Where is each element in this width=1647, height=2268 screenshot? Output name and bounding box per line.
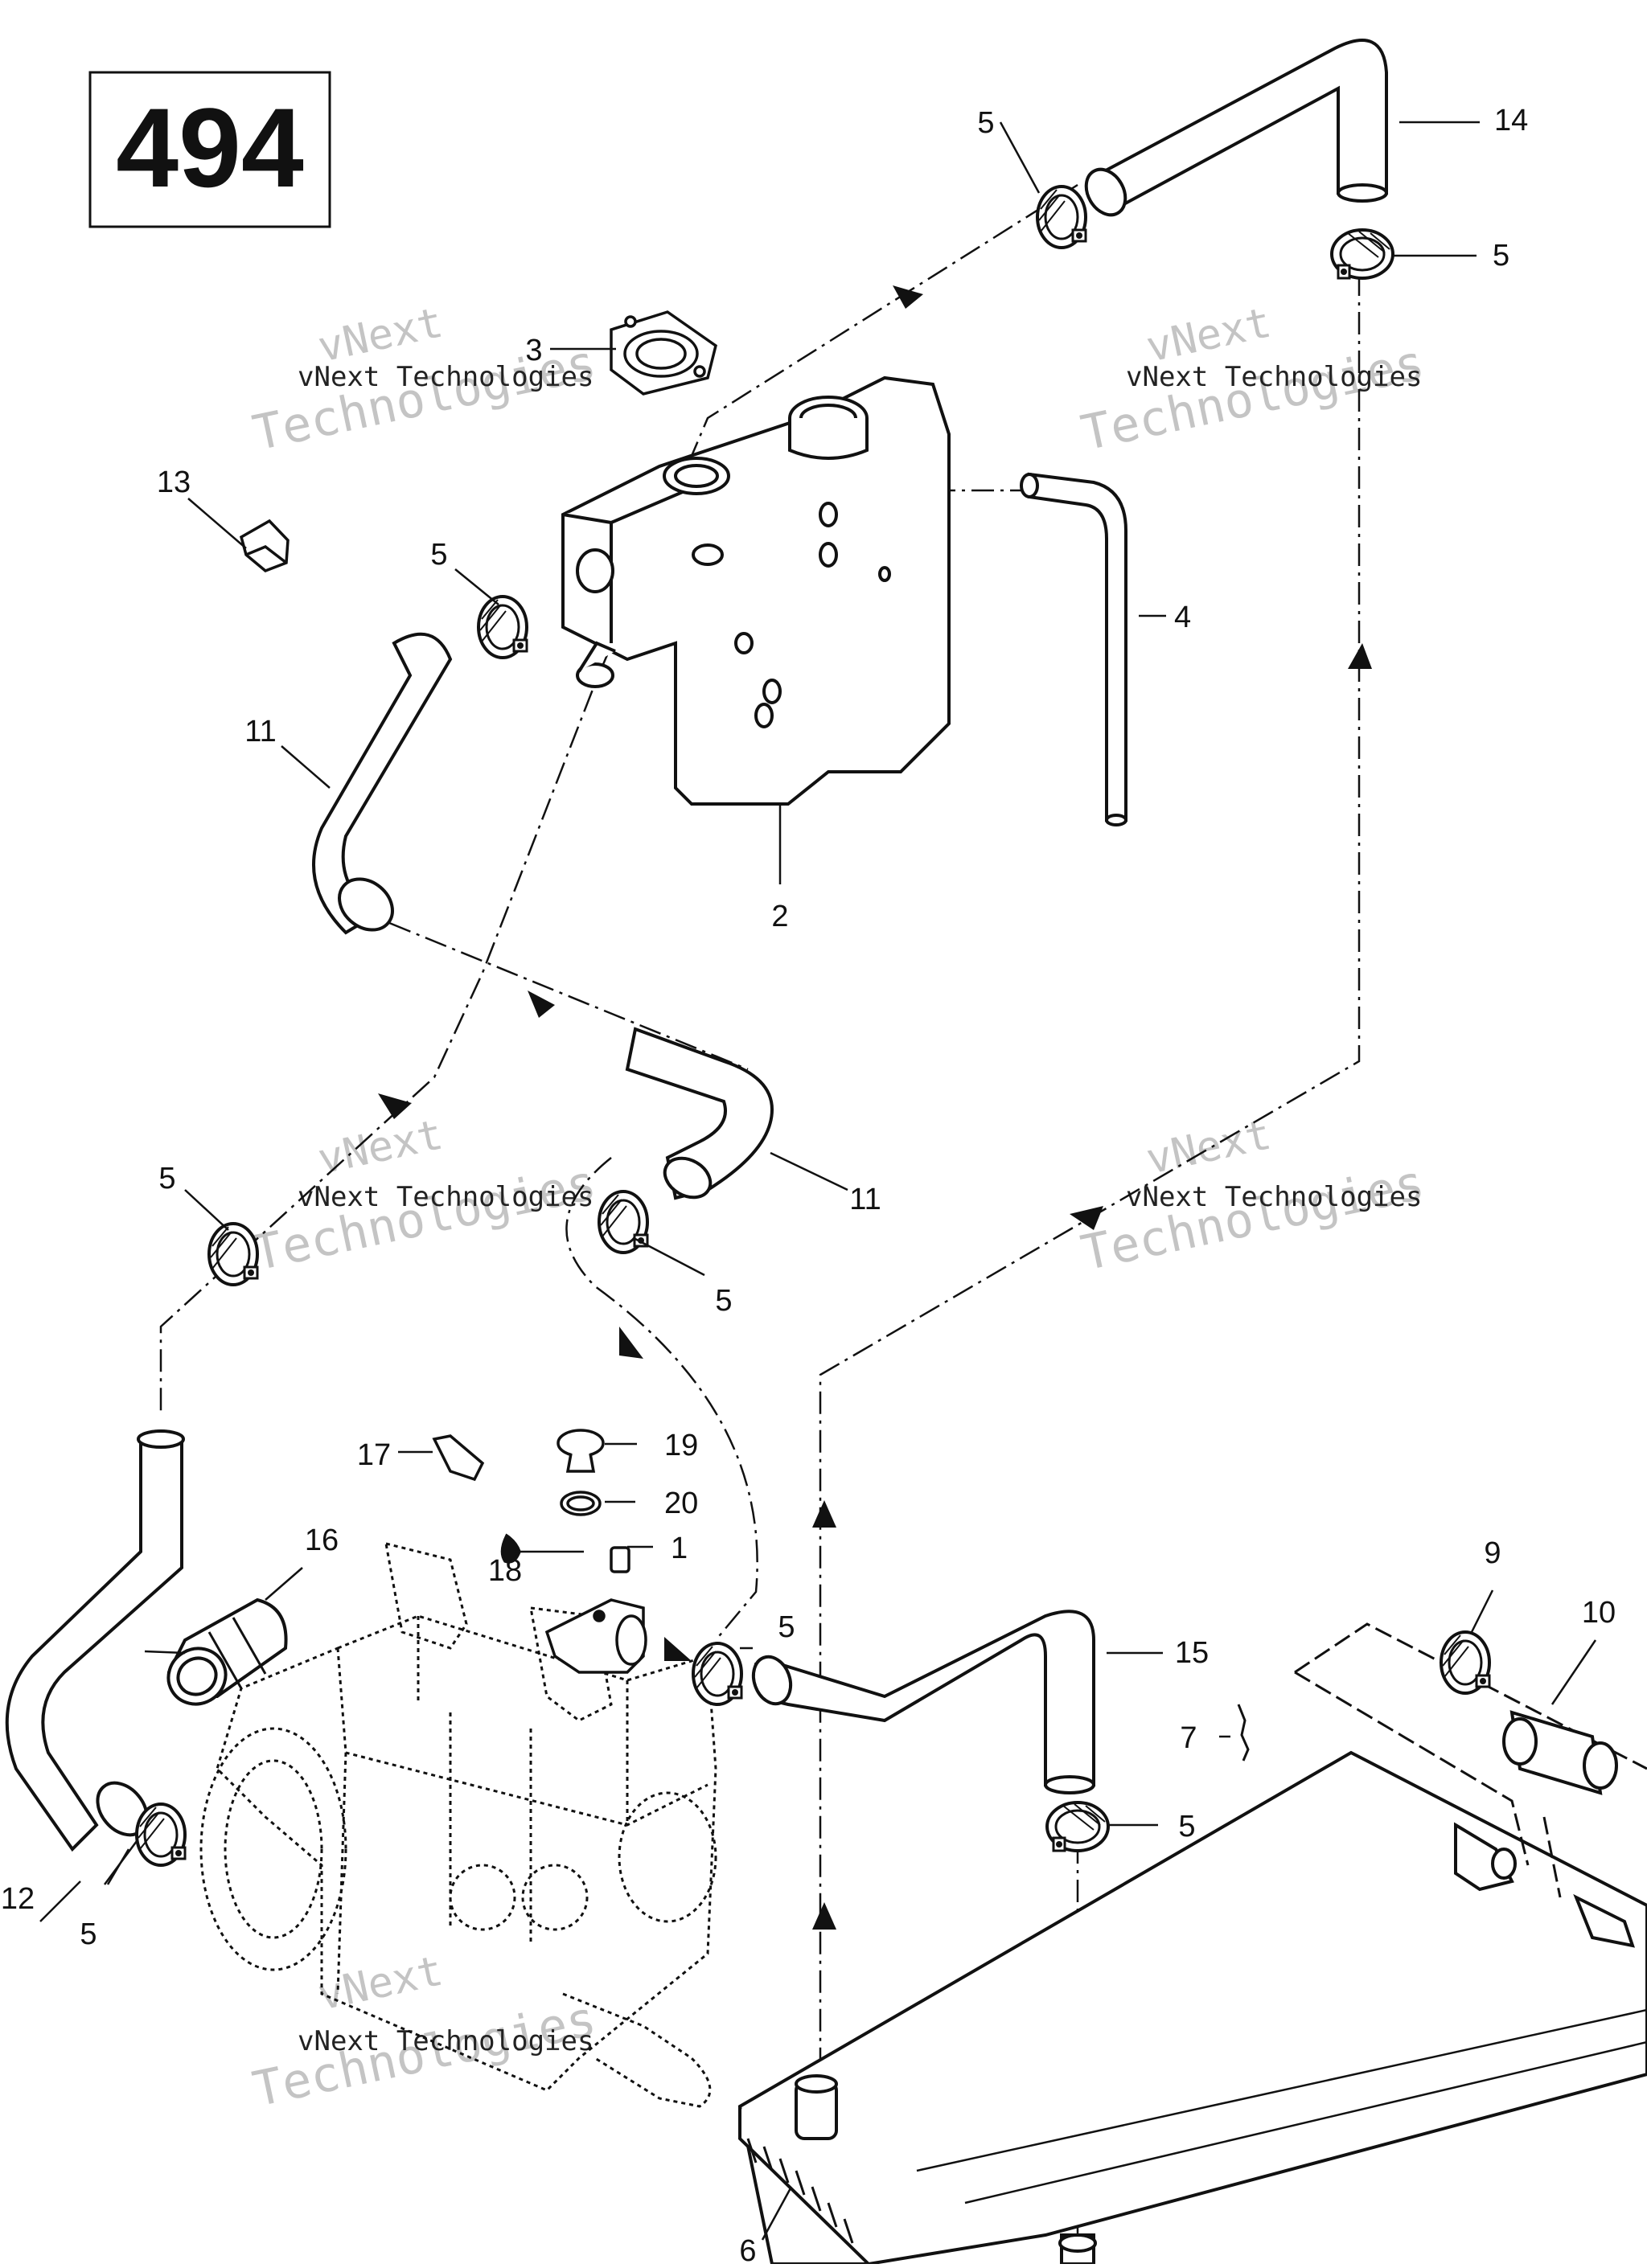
watermark-ghost: vNext [314, 1110, 447, 1183]
callout-label: 11 [849, 1183, 881, 1216]
clamp-5 [477, 595, 528, 659]
watermark-4: vNext Technologies vNext Technologies [1077, 1110, 1430, 1282]
clamp-9 [1440, 1630, 1491, 1695]
clamp-5 [598, 1190, 649, 1254]
watermark-text: vNext Technologies [1126, 1181, 1422, 1213]
callout-label: 5 [977, 106, 994, 140]
callout-label: 19 [664, 1429, 698, 1462]
hose-11-upper [312, 632, 453, 935]
clamp-5 [692, 1642, 743, 1706]
callout-label: 20 [664, 1487, 698, 1520]
callout-label: 15 [1175, 1636, 1209, 1670]
clamp-5 [1330, 228, 1394, 280]
callout-labels: 5 14 5 3 13 5 4 11 2 11 5 5 17 19 20 18 … [1, 104, 1616, 2268]
callout-label: 6 [739, 2234, 756, 2264]
leader-lines [39, 121, 1597, 2241]
watermark-2: vNext Technologies vNext Technologies [1077, 298, 1430, 461]
watermark-text: vNext Technologies [1126, 361, 1422, 393]
watermark-text: vNext Technologies [298, 1181, 593, 1213]
clamp-5 [207, 1222, 259, 1286]
callout-label: 16 [305, 1524, 339, 1557]
watermark-ghost: Technologies [1077, 1155, 1430, 1282]
callout-label: 13 [157, 465, 191, 499]
callout-label: 11 [244, 715, 276, 748]
hose-14 [1084, 39, 1388, 217]
right-components [1237, 1704, 1635, 1948]
callout-label: 12 [1, 1882, 35, 1916]
clamp-5 [135, 1803, 187, 1867]
hose-12 [5, 1429, 185, 1852]
watermark-ghost: Technologies [248, 334, 602, 462]
sleeve-17 [166, 1597, 288, 1706]
callout-label: 17 [357, 1438, 391, 1472]
watermark-ghost: vNext [314, 1946, 447, 2020]
callout-label: 5 [1493, 239, 1509, 273]
watermark-text: vNext Technologies [298, 2025, 593, 2057]
pressure-cap [610, 310, 717, 396]
right-assembly [1294, 1622, 1647, 1898]
callout-label: 5 [1178, 1810, 1195, 1844]
hose-11-lower [625, 1027, 774, 1200]
callout-label: 7 [1180, 1721, 1197, 1755]
callout-label: 18 [488, 1554, 522, 1588]
clamp-5 [1036, 185, 1087, 249]
callout-label: 5 [778, 1610, 795, 1644]
callout-label: 14 [1494, 104, 1528, 137]
callout-label: 5 [158, 1162, 175, 1196]
callout-label: 9 [1484, 1536, 1501, 1570]
bracket-13 [239, 519, 290, 573]
hose-4 [1020, 472, 1127, 826]
watermark-ghost: Technologies [1077, 334, 1430, 462]
thermostat-housing [432, 1429, 647, 1674]
coolant-tank [561, 375, 951, 806]
callout-label: 5 [430, 538, 447, 572]
page-number-box: 494 [88, 71, 331, 228]
callout-label: 5 [715, 1284, 732, 1318]
callout-label: 4 [1174, 601, 1191, 634]
page-number: 494 [116, 84, 304, 211]
engine-block [199, 1541, 717, 2108]
callout-label: 5 [80, 1917, 97, 1951]
callout-label: 10 [1582, 1596, 1616, 1630]
watermark-3: vNext Technologies vNext Technologies [248, 1110, 602, 1282]
callout-label: 1 [671, 1532, 688, 1565]
callout-label: 3 [525, 334, 542, 367]
watermark-1: vNext Technologies vNext Technologies [248, 298, 602, 461]
callout-label: 2 [771, 900, 788, 933]
watermark-text: vNext Technologies [298, 361, 593, 393]
hose-15 [751, 1610, 1095, 1794]
watermark-ghost: Technologies [248, 1155, 602, 1282]
watermark-5: vNext Technologies vNext Technologies [248, 1946, 602, 2118]
clamp-5 [1045, 1801, 1110, 1852]
